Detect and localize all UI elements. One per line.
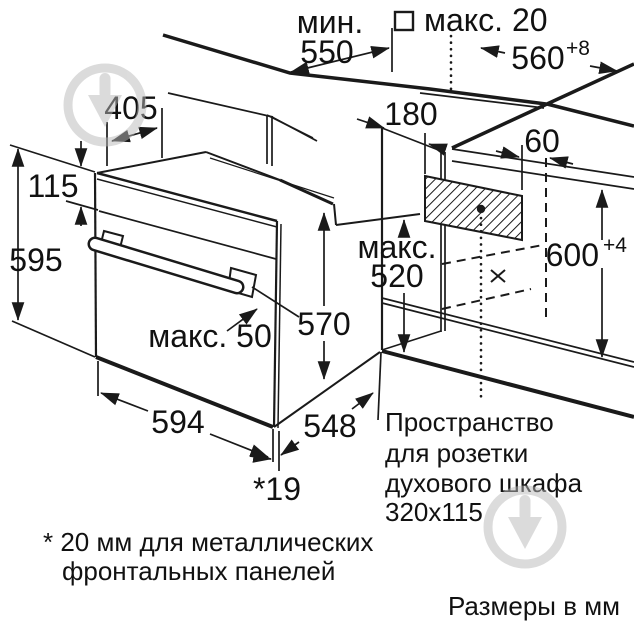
label-550: 550	[300, 34, 353, 70]
dim-front-offset-19	[249, 431, 280, 471]
watermark-logo-top	[63, 63, 147, 147]
socket-note-line-1: Пространство	[385, 407, 554, 437]
socket-note-line-4: 320x115	[385, 497, 483, 527]
dim-min-550	[290, 28, 393, 74]
label-115: 115	[27, 168, 78, 204]
label-min: мин.	[297, 4, 363, 40]
niche-cabinet-lines	[380, 127, 634, 419]
label-600: 600	[546, 237, 599, 273]
dim-niche-width-560	[480, 45, 618, 75]
units-note: Размеры в мм	[448, 591, 620, 621]
socket-note: Пространство для розетки духового шкафа …	[385, 407, 583, 527]
socket-position-dot	[476, 204, 486, 214]
socket-note-line-3: духового шкафа	[385, 468, 583, 498]
footnote: * 20 мм для металлических фронтальных па…	[43, 527, 373, 586]
oven-door-handle	[87, 229, 258, 299]
label-max-50: макс. 50	[148, 318, 272, 354]
dim-max-handle-50	[226, 286, 300, 332]
label-594: 594	[151, 404, 204, 440]
label-max-20: макс. 20	[424, 2, 548, 38]
label-595: 595	[9, 242, 62, 278]
socket-note-line-2: для розетки	[385, 438, 528, 468]
label-max-word: макс.	[357, 229, 436, 265]
label-19: *19	[253, 471, 301, 507]
wall-gap-square-symbol	[393, 10, 415, 32]
label-60: 60	[524, 123, 560, 159]
dim-max-gap-20	[393, 10, 453, 94]
worktop-and-wall-lines	[162, 33, 634, 166]
footnote-line-1: * 20 мм для металлических	[43, 527, 373, 557]
label-180: 180	[384, 96, 437, 132]
footnote-line-2: фронтальных панелей	[62, 556, 335, 586]
dim-socket-180	[356, 116, 448, 174]
label-570: 570	[297, 306, 350, 342]
watermark-logo-bottom	[483, 485, 567, 569]
label-600-tolerance: +4	[603, 234, 627, 257]
dim-body-depth-548	[280, 351, 382, 456]
dim-panel-115-and-height-595	[9, 141, 99, 358]
label-560: 560	[511, 40, 564, 76]
socket-space-hatch	[424, 174, 523, 401]
label-560-tolerance: +8	[566, 37, 590, 60]
label-520: 520	[370, 258, 423, 294]
label-548: 548	[303, 408, 356, 444]
dim-socket-60	[495, 145, 574, 190]
oven-lines	[93, 151, 421, 429]
